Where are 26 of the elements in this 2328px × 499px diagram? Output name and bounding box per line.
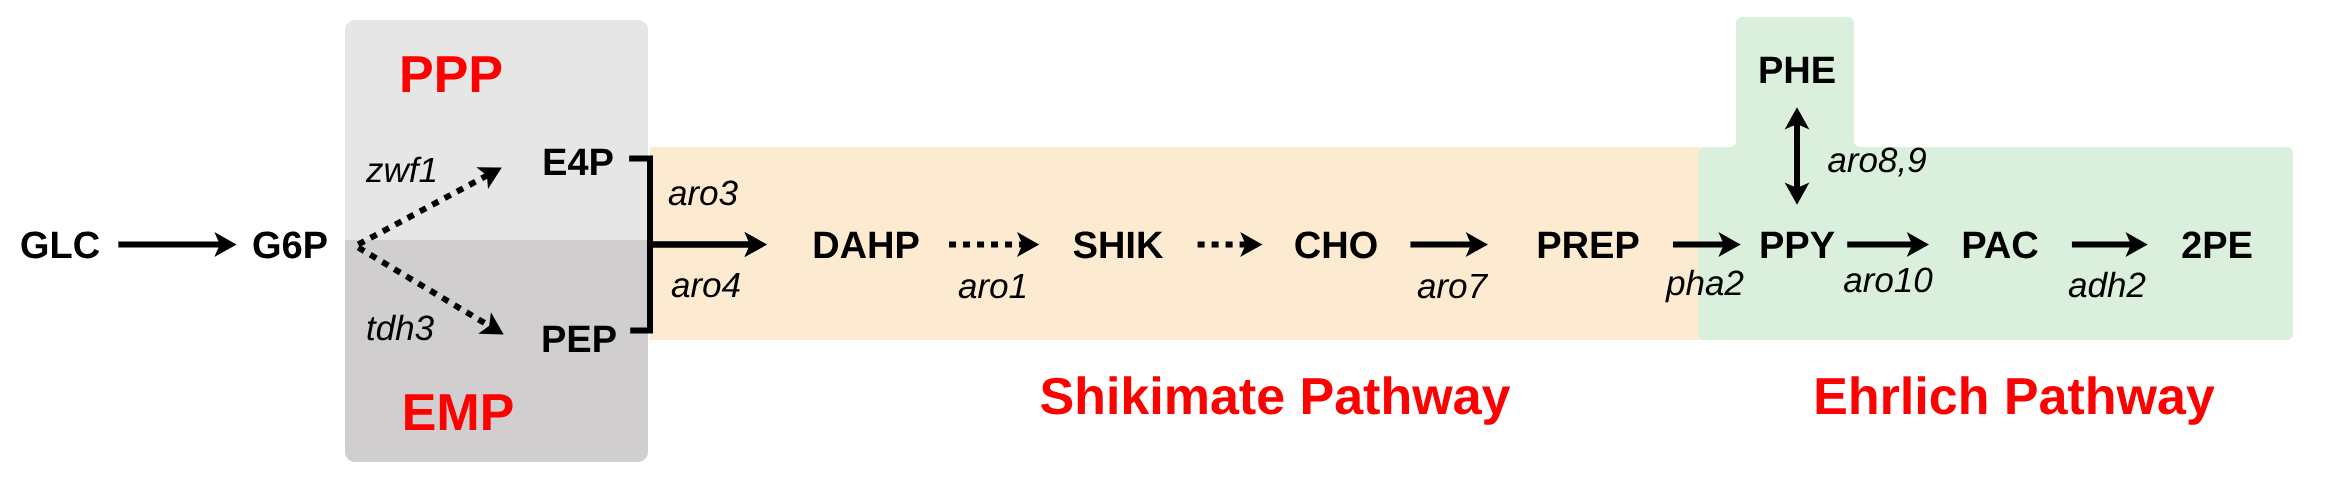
gene-label: pha2 bbox=[1665, 269, 1744, 303]
gene-label: tdh3 bbox=[367, 314, 434, 341]
metabolite-label: PHE bbox=[1760, 56, 1835, 83]
pathway-title: PPP bbox=[402, 56, 502, 92]
metabolite-label: CHO bbox=[1295, 231, 1377, 259]
pathway-title: Ehrlich Pathway bbox=[1816, 376, 2215, 425]
gene-label: aro8,9 bbox=[1828, 147, 1926, 177]
metabolite-label: DAHP bbox=[814, 231, 919, 258]
metabolite-label: PAC bbox=[1963, 231, 2038, 259]
gene-label: aro1 bbox=[958, 273, 1026, 299]
pathway-title: EMP bbox=[405, 394, 513, 430]
gene-label: aro10 bbox=[1844, 267, 1933, 293]
metabolite-label: E4P bbox=[544, 148, 613, 175]
metabolite-label: G6P bbox=[253, 231, 327, 259]
metabolite-label: PREP bbox=[1538, 231, 1639, 258]
pathway-title: Shikimate Pathway bbox=[1041, 376, 1511, 425]
gene-label: adh2 bbox=[2068, 271, 2146, 298]
metabolite-label: PEP bbox=[543, 325, 616, 352]
gene-label: aro7 bbox=[1417, 273, 1489, 299]
gene-label: aro4 bbox=[671, 272, 740, 298]
gene-label: zwf1 bbox=[365, 156, 436, 182]
gene-label: aro3 bbox=[668, 180, 738, 206]
metabolite-label: SHIK bbox=[1073, 231, 1164, 259]
metabolite-label: 2PE bbox=[2182, 231, 2252, 258]
metabolite-label: GLC bbox=[21, 231, 100, 259]
metabolite-label: PPY bbox=[1761, 231, 1835, 258]
